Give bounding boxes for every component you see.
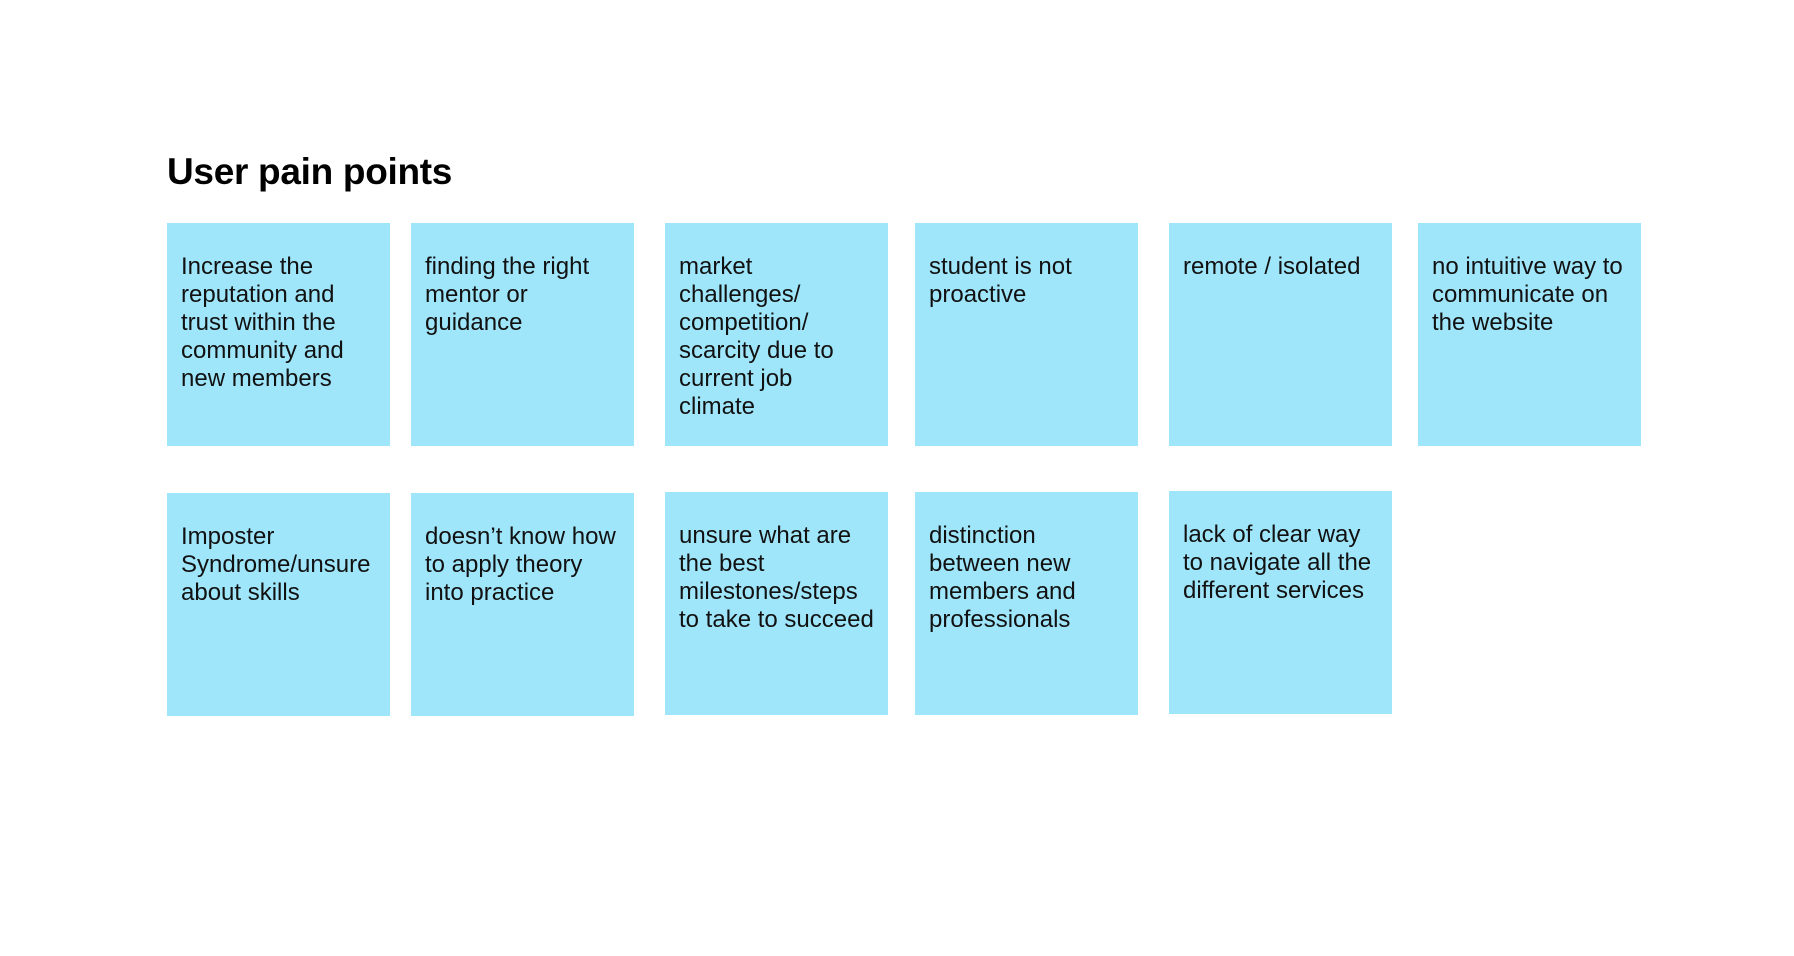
sticky-note-text: market challenges/ competition/ scarcity… — [679, 253, 834, 420]
sticky-note-text: remote / isolated — [1183, 253, 1361, 280]
sticky-note[interactable]: lack of clear way to navigate all the di… — [1169, 491, 1392, 714]
sticky-note[interactable]: unsure what are the best milestones/step… — [665, 492, 888, 715]
sticky-note-text: lack of clear way to navigate all the di… — [1183, 521, 1372, 604]
sticky-note-text: student is not proactive — [929, 253, 1072, 308]
sticky-note[interactable]: Imposter Syndrome/unsure about skills — [167, 493, 390, 716]
sticky-note-text: finding the right mentor or guidance — [425, 253, 590, 336]
sticky-note[interactable]: distinction between new members and prof… — [915, 492, 1138, 715]
sticky-note[interactable]: remote / isolated — [1169, 223, 1392, 446]
sticky-note[interactable]: market challenges/ competition/ scarcity… — [665, 223, 888, 446]
sticky-note-text: doesn’t know how to apply theory into pr… — [425, 523, 616, 606]
sticky-note[interactable]: finding the right mentor or guidance — [411, 223, 634, 446]
sticky-note-text: no intuitive way to communicate on the w… — [1432, 253, 1623, 336]
sticky-note-text: Imposter Syndrome/unsure about skills — [181, 523, 371, 606]
sticky-note[interactable]: doesn’t know how to apply theory into pr… — [411, 493, 634, 716]
sticky-note-text: Increase the reputation and trust within… — [181, 253, 344, 392]
sticky-note[interactable]: Increase the reputation and trust within… — [167, 223, 390, 446]
sticky-note-text: distinction between new members and prof… — [929, 522, 1076, 633]
sticky-note[interactable]: no intuitive way to communicate on the w… — [1418, 223, 1641, 446]
sticky-note-text: unsure what are the best milestones/step… — [679, 522, 874, 633]
board-title: User pain points — [167, 151, 453, 192]
sticky-note[interactable]: student is not proactive — [915, 223, 1138, 446]
